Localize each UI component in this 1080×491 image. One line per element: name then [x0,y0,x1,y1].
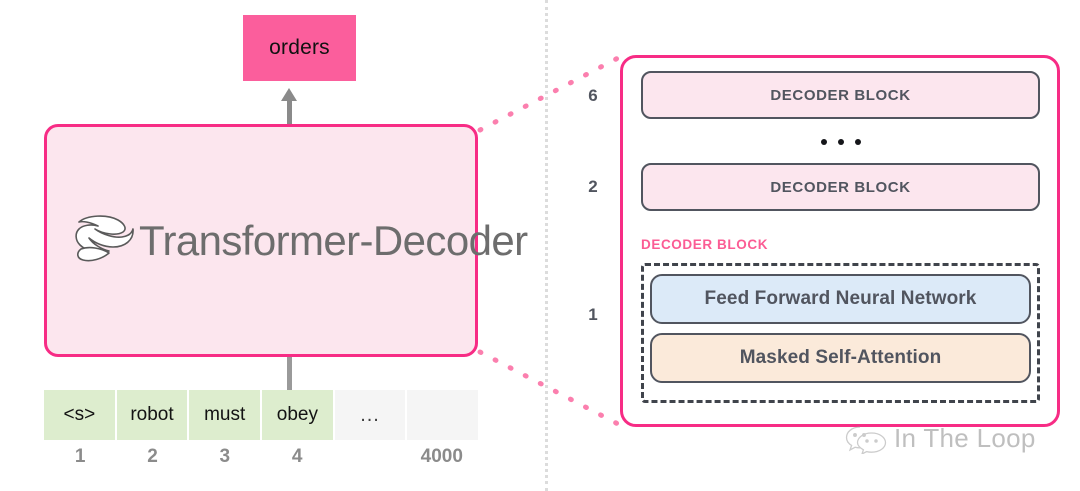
input-token-label: robot [130,404,174,425]
stack-index-2: 2 [588,177,598,196]
arrow-up-icon [281,88,297,101]
input-token-label: <s> [63,404,96,425]
input-token-index: 3 [219,446,231,467]
token-ellipsis-icon: ... [360,403,380,426]
wechat-speech-bubbles-icon [845,425,887,454]
decoder-block-6-label: DECODER BLOCK [770,86,911,104]
stack-index-1: 1 [588,305,598,324]
stack-index-6: 6 [588,86,598,105]
decoder-block-caption: DECODER BLOCK [641,237,769,252]
watermark: In The Loop [845,423,1036,454]
input-token-index-row: 1 2 3 4. 4000 [44,446,478,476]
arrow-up-shaft [287,98,292,125]
vertical-connector-line [287,357,292,390]
output-token-label: orders [269,36,330,59]
masked-self-attention-row[interactable]: Masked Self-Attention [650,333,1031,383]
horizontal-ellipsis-icon [641,125,1040,159]
model-name-label: Transformer-Decoder [139,216,528,264]
decoder-block-2-label: DECODER BLOCK [770,178,911,196]
input-token-index: 2 [147,446,158,467]
input-token-index: 1 [74,446,86,467]
input-token-cell [407,390,479,440]
transformer-decoder-inner: Transformer-Decoder [73,213,528,269]
decoder-block-6[interactable]: DECODER BLOCK [641,71,1040,119]
input-token-cell: robot [116,390,188,440]
input-token-cell: obey [262,390,333,440]
input-token-cell: must [189,390,261,440]
input-token-index: 4000 [420,446,463,467]
vertical-dotted-divider [545,0,548,491]
input-token-index: 4 [291,446,303,467]
masked-self-attention-label: Masked Self-Attention [739,347,942,368]
swoosh-bird-logo-icon [75,214,134,261]
feed-forward-label: Feed Forward Neural Network [704,288,977,309]
input-token-index: . [333,446,405,476]
watermark-text: In The Loop [894,423,1036,453]
input-token-strip: <s> robot must obey... [44,390,479,440]
input-token-cell: <s> [44,390,115,440]
input-token-label: obey [276,404,318,425]
decoder-block-2[interactable]: DECODER BLOCK [641,163,1040,211]
input-token-cell: ... [334,390,406,440]
dotted-zoom-connector-bottom [477,349,621,427]
transformer-decoder-box: Transformer-Decoder [44,124,528,357]
feed-forward-neural-network-row[interactable]: Feed Forward Neural Network [650,274,1031,324]
input-token-label: must [204,404,246,425]
output-token-box: orders [243,15,356,81]
decoder-block-detail: Feed Forward Neural Network Masked Self-… [641,263,1040,403]
